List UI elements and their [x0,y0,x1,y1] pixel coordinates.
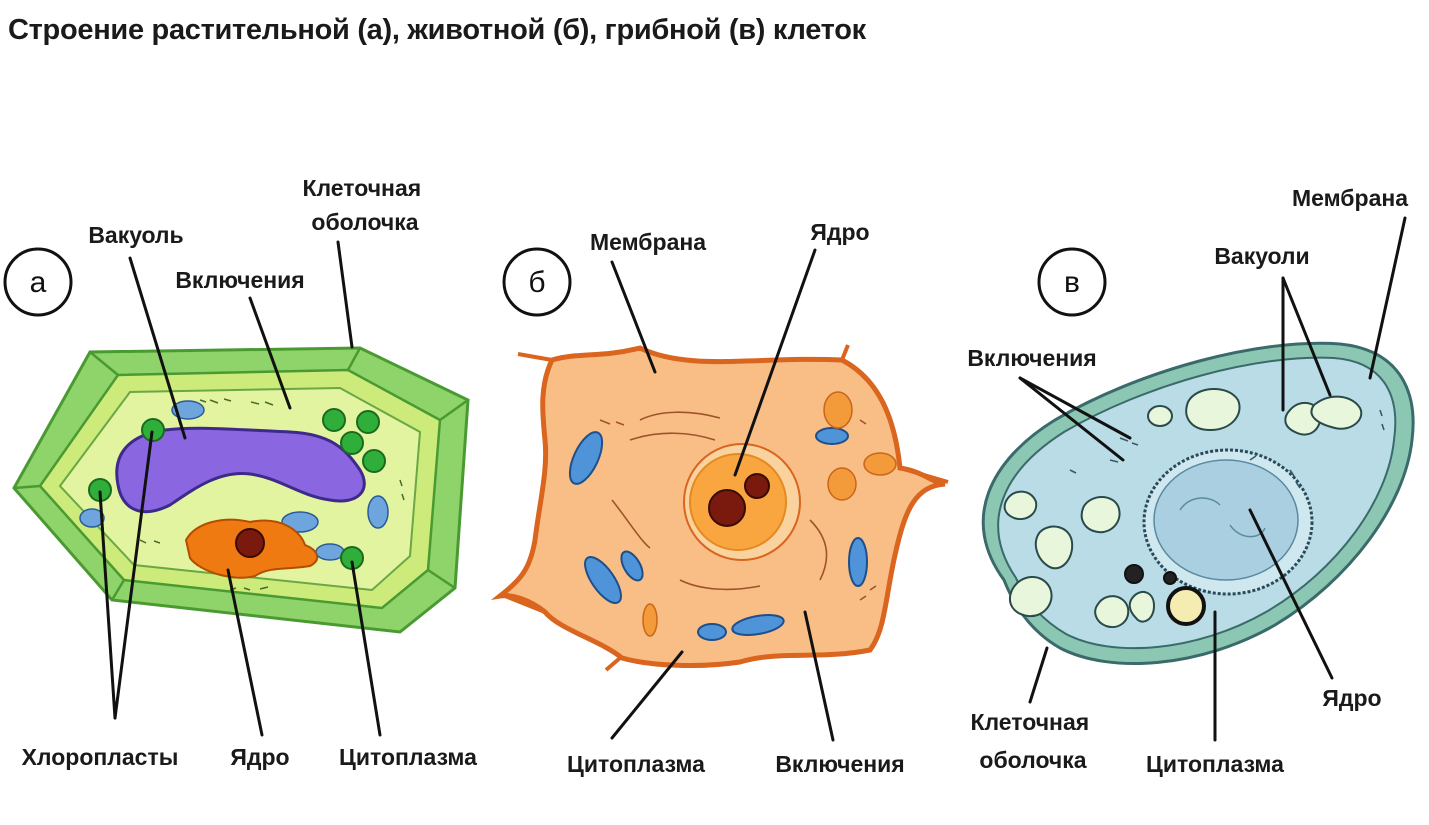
fungal-inclusion [1163,571,1177,585]
fungal-vacuole [1094,595,1130,628]
label-animal-membrane: Мембрана [590,229,706,255]
mitochondrion [848,537,868,587]
chloroplast [362,449,386,473]
animal-inclusion [642,603,658,637]
chloroplast [356,410,380,434]
marker-v: в [1037,247,1107,317]
animal-nucleolus [744,473,770,499]
fungal-inclusion [1124,564,1144,584]
mitochondrion [568,431,604,485]
label-fungal-vacuoles: Вакуоли [1214,243,1309,269]
label-fungal-inclusions: Включения [967,345,1096,371]
label-plant-chloroplasts: Хлоропласты [22,744,179,770]
animal-leaders [610,248,835,742]
plant-inclusion [79,508,105,528]
fungal-vacuole [1147,405,1173,427]
mitochondrion [731,614,785,636]
label-plant-inclusions: Включения [175,267,304,293]
plant-cell [12,346,470,634]
label-plant-wall: Клеточная оболочка [302,175,427,235]
page-title: Строение растительной (а), животной (б),… [8,14,866,46]
mitochondrion [584,556,622,604]
plant-inclusion [171,400,205,420]
chloroplast [141,418,165,442]
animal-cell [490,344,949,672]
label-animal-inclusions: Включения [775,751,904,777]
label-fungal-membrane: Мембрана [1292,185,1408,211]
mitochondrion [697,623,727,641]
plant-inclusion [367,495,389,529]
fungal-vacuole [1080,496,1121,534]
label-animal-nucleus: Ядро [810,219,869,245]
label-plant-vacuole: Вакуоль [88,222,183,248]
label-animal-cytoplasm: Цитоплазма [567,751,705,777]
svg-text:б: б [528,266,545,299]
svg-text:а: а [30,266,47,299]
animal-nucleolus [708,489,746,527]
chloroplast [322,408,346,432]
label-fungal-wall: Клеточная оболочка [970,709,1095,773]
fungal-vacuole [1128,590,1156,623]
animal-inclusion [863,452,897,476]
label-plant-cytoplasm: Цитоплазма [339,744,477,770]
mitochondrion [815,427,849,445]
fungal-leaders [1018,216,1407,742]
svg-text:в: в [1064,266,1080,299]
fungal-inclusion [1166,586,1206,626]
marker-a: а [3,247,73,317]
plant-nucleolus [235,528,265,558]
mitochondrion [620,550,644,582]
animal-inclusion [823,391,853,429]
label-plant-nucleus: Ядро [230,744,289,770]
fungal-vacuole [1003,490,1038,520]
plant-inclusion [315,543,345,561]
label-fungal-nucleus: Ядро [1322,685,1381,711]
animal-inclusion [827,467,857,501]
fungal-nucleus [1153,459,1299,581]
fungal-vacuole [1185,387,1241,432]
chloroplast [340,431,364,455]
label-fungal-cytoplasm: Цитоплазма [1146,751,1284,777]
fungal-cell [981,341,1415,665]
fungal-vacuole [1009,576,1053,618]
fungal-vacuole [1310,395,1363,430]
plant-leaders [98,240,382,737]
fungal-vacuole [1034,525,1074,570]
marker-b: б [502,247,572,317]
plant-vacuole [115,426,366,514]
